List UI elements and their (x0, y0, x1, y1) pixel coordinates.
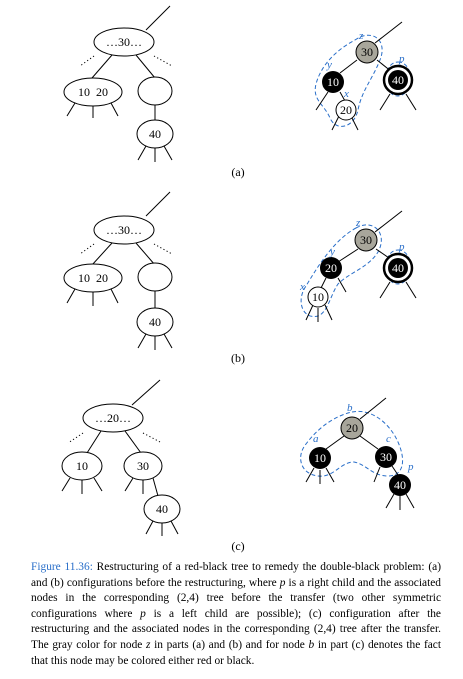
rb-node-a-label: 10 (314, 451, 326, 465)
label-p: p (407, 461, 414, 473)
part-b-label: (b) (231, 351, 245, 365)
part-a-rb-tree (314, 21, 417, 131)
rb-node-y-label: 10 (327, 75, 339, 89)
part-c-24-tree (61, 379, 181, 536)
rb-node-p (388, 258, 408, 278)
caption-text: is a right child and the associated node… (31, 576, 441, 620)
part-b-rb-tree (300, 210, 417, 322)
node-24-right-child-label: 40 (156, 502, 168, 516)
label-z: z (355, 217, 361, 229)
caption-text: in parts (a) and (b) and for node (150, 638, 309, 651)
rb-node-c-label: 30 (380, 450, 392, 464)
dashed-outline-yz (314, 34, 383, 127)
caption-text: in part (c) denotes the fact that this n… (31, 638, 442, 667)
rb-node-y-label: 20 (325, 261, 337, 275)
rb-node-p (388, 70, 408, 90)
label-a: a (313, 433, 319, 445)
part-c-rb-tree (300, 397, 415, 510)
rb-node-x (307, 286, 329, 308)
part-a-label: (a) (231, 165, 244, 179)
figure-caption: Figure 11.36: Restructuring of a red-bla… (31, 560, 441, 669)
node-24-left-label: 10 (76, 459, 88, 473)
rb-node-x-label: 20 (340, 103, 352, 117)
caption-var: p (279, 576, 286, 589)
dashed-outline-abc (300, 410, 404, 477)
node-24-root-label: …30… (106, 35, 142, 49)
label-x: x (299, 281, 305, 293)
caption-label: Figure 11.36: (31, 561, 93, 573)
rb-node-p (389, 474, 411, 496)
rb-node-x-label: 10 (312, 290, 324, 304)
rb-node-b-label: 20 (346, 421, 358, 435)
label-z: z (358, 30, 364, 42)
label-p: p (398, 241, 405, 253)
caption-var: b (308, 638, 315, 651)
node-24-root (93, 215, 155, 245)
rb-node-p-label: 40 (392, 261, 404, 275)
rb-node-c (375, 446, 397, 468)
rb-node-z (354, 228, 378, 252)
rb-node-a (309, 447, 331, 469)
node-24-root-label: …20… (95, 411, 131, 425)
caption-text: is a left child are possible); (c) confi… (31, 607, 441, 651)
rb-node-y (322, 71, 344, 93)
node-24-left-label: 10 20 (78, 271, 108, 285)
node-24-root (82, 403, 144, 433)
dashed-outline-xyz (300, 224, 382, 317)
label-b: b (347, 402, 353, 414)
caption-var: z (146, 638, 151, 651)
label-x: x (343, 88, 349, 100)
caption-var: p (140, 607, 146, 620)
part-a-24-tree (63, 5, 174, 162)
label-p: p (398, 53, 405, 65)
label-c: c (386, 433, 391, 445)
rb-node-p-label: 40 (392, 73, 404, 87)
node-24-root (93, 27, 155, 57)
node-24-right-child-label: 40 (149, 315, 161, 329)
node-24-right (137, 76, 173, 106)
part-b-24-tree (63, 191, 174, 350)
rb-node-z-label: 30 (361, 45, 373, 59)
rb-node-b (340, 416, 364, 440)
node-24-root-label: …30… (106, 223, 142, 237)
figure-diagram: …30… 10 20 40 30 10 20 40 z y x p (a) (61, 5, 417, 553)
caption-text: Restructuring of a red-black tree to rem… (31, 561, 441, 589)
rb-node-x (335, 99, 357, 121)
node-24-left-label: 10 20 (78, 85, 108, 99)
node-24-right-label: 30 (137, 459, 149, 473)
rb-node-p-label: 40 (394, 478, 406, 492)
rb-node-y (320, 257, 342, 279)
node-24-right-child-label: 40 (149, 127, 161, 141)
part-c-label: (c) (231, 539, 244, 553)
rb-node-z-label: 30 (360, 233, 372, 247)
label-y: y (329, 246, 335, 258)
rb-node-z (355, 40, 379, 64)
node-24-right (137, 262, 173, 292)
label-y: y (326, 59, 332, 71)
